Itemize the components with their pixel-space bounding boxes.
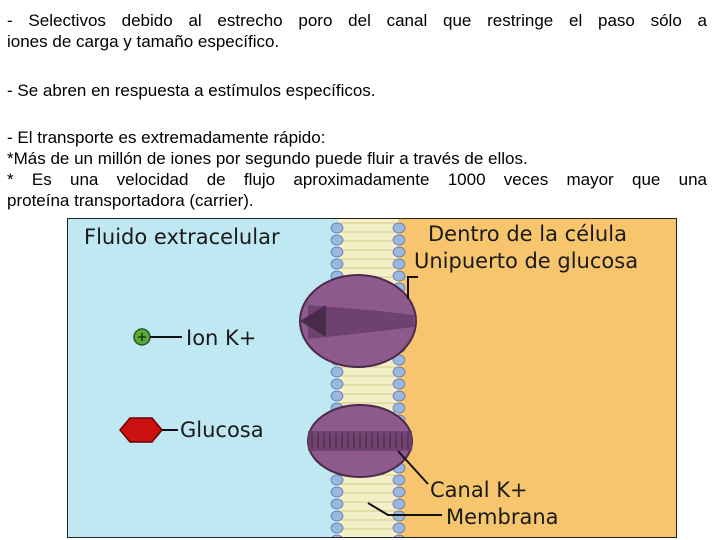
paragraph-line: * Es una velocidad de flujo aproximadame…: [7, 169, 707, 190]
paragraph-line: - Selectivos debido al estrecho poro del…: [7, 10, 707, 31]
paragraph-line: proteína transportadora (carrier).: [7, 190, 707, 211]
paragraph-line: *Más de un millón de iones por segundo p…: [7, 148, 707, 169]
paragraph-speed: - El transporte es extremadamente rápido…: [7, 127, 707, 211]
label-ion: Ion K+: [186, 326, 256, 350]
membrane-diagram: Fluido extracelular Dentro de la célula …: [67, 218, 677, 538]
label-inside-cell: Dentro de la célula: [428, 222, 627, 246]
extracellular-region: [68, 219, 368, 538]
label-extracellular: Fluido extracelular: [84, 225, 280, 249]
paragraph-line: iones de carga y tamaño específico.: [7, 31, 707, 52]
glucose-uniporter: [300, 275, 416, 367]
membrane-bilayer: [331, 219, 405, 538]
label-channel: Canal K+: [430, 478, 528, 502]
paragraph-stimuli: - Se abren en respuesta a estímulos espe…: [7, 80, 707, 101]
label-uniporter: Unipuerto de glucosa: [414, 249, 638, 273]
paragraph-line: - Se abren en respuesta a estímulos espe…: [7, 80, 707, 101]
paragraph-line: - El transporte es extremadamente rápido…: [7, 127, 707, 148]
label-glucose: Glucosa: [180, 418, 264, 442]
label-membrane: Membrana: [446, 505, 559, 529]
k-channel: [308, 405, 412, 477]
paragraph-selectivity: - Selectivos debido al estrecho poro del…: [7, 10, 707, 52]
